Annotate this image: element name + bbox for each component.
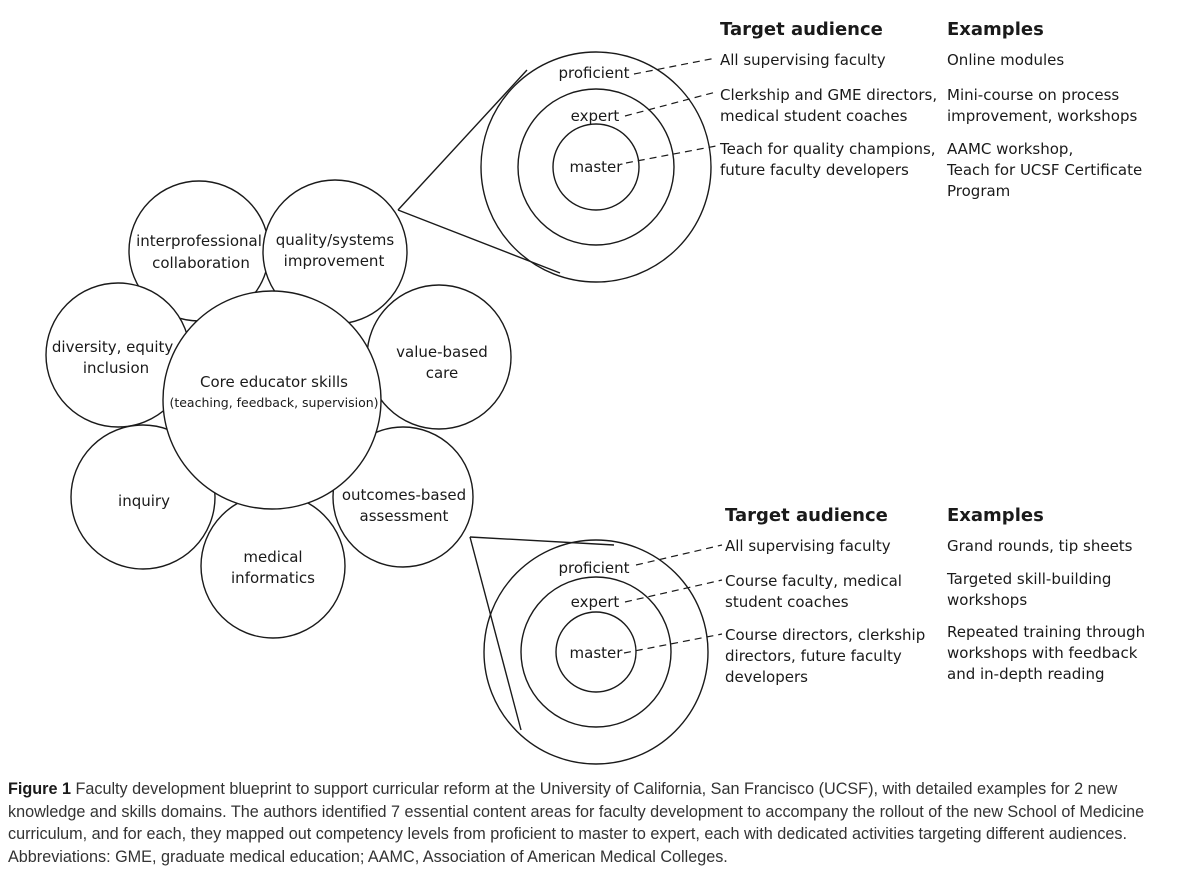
bottom-audience-2-line-2: student coaches	[725, 593, 849, 611]
top-example-3-line-3: Program	[947, 182, 1010, 200]
figure-caption: Figure 1 Faculty development blueprint t…	[8, 778, 1173, 868]
petal-interprofessional-line-1: interprofessional	[136, 232, 262, 250]
bottom-ring-master	[555, 611, 637, 693]
bottom-leader-expert	[624, 579, 723, 603]
petal-outcomes: outcomes-based assessment	[332, 426, 474, 568]
top-leader-expert	[624, 91, 717, 117]
bottom-header-examples: Examples	[947, 505, 1044, 526]
petal-quality: quality/systems improvement	[262, 179, 408, 325]
top-audience-3-line-1: Teach for quality champions,	[719, 140, 936, 158]
top-header-audience: Target audience	[720, 19, 883, 40]
top-audience-1: All supervising faculty	[720, 51, 886, 69]
top-ring-proficient	[480, 51, 712, 283]
bottom-header-audience: Target audience	[725, 505, 888, 526]
bottom-connector-upper	[469, 536, 615, 546]
bottom-audience-3-line-2: directors, future faculty	[725, 647, 902, 665]
top-level-master: master	[570, 158, 624, 176]
top-connector-upper	[397, 69, 528, 211]
bottom-example-3-line-1: Repeated training through	[947, 623, 1145, 641]
center-core-skills: Core educator skills (teaching, feedback…	[162, 290, 382, 510]
petal-informatics-line-1: medical	[243, 548, 302, 566]
top-connector-lower	[397, 209, 561, 274]
top-example-3-line-2: Teach for UCSF Certificate	[946, 161, 1142, 179]
petal-outcomes-line-1: outcomes-based	[342, 486, 466, 504]
top-example-2-line-1: Mini-course on process	[947, 86, 1119, 104]
petal-inquiry: inquiry	[70, 424, 216, 570]
bottom-level-expert: expert	[571, 593, 620, 611]
petal-informatics-line-2: informatics	[231, 569, 315, 587]
petal-diversity-line-1: diversity, equity,	[52, 338, 178, 356]
top-leader-proficient	[633, 57, 717, 75]
figure-caption-text: Faculty development blueprint to support…	[8, 780, 1145, 866]
top-audience-3-line-2: future faculty developers	[720, 161, 909, 179]
center-subtitle: (teaching, feedback, supervision)	[169, 395, 378, 410]
top-audience-2-line-1: Clerkship and GME directors,	[720, 86, 937, 104]
bottom-leader-master	[623, 633, 723, 654]
petal-interprofessional: interprofessional collaboration	[128, 180, 270, 322]
top-level-proficient: proficient	[558, 64, 629, 82]
top-example-3-line-1: AAMC workshop,	[947, 140, 1073, 158]
figure-caption-label: Figure 1	[8, 780, 71, 798]
petal-value-line-2: care	[426, 364, 459, 382]
top-leader-master	[625, 145, 717, 164]
bottom-panel: proficient expert master Target audience…	[469, 505, 1145, 765]
center-title: Core educator skills	[200, 373, 348, 391]
petal-value-line-1: value-based	[396, 343, 488, 361]
bottom-example-3-line-3: and in-depth reading	[947, 665, 1104, 683]
bottom-connector-lower	[469, 536, 522, 731]
bottom-audience-2-line-1: Course faculty, medical	[725, 572, 902, 590]
bottom-level-proficient: proficient	[558, 559, 629, 577]
bottom-leader-proficient	[635, 544, 723, 566]
top-ring-expert	[517, 88, 675, 246]
top-audience-2-line-2: medical student coaches	[720, 107, 908, 125]
petal-quality-line-2: improvement	[284, 252, 385, 270]
bottom-ring-expert	[520, 576, 672, 728]
petal-diversity: diversity, equity, inclusion	[45, 282, 191, 428]
top-example-1: Online modules	[947, 51, 1064, 69]
bottom-audience-3-line-1: Course directors, clerkship	[725, 626, 925, 644]
bottom-example-3-line-2: workshops with feedback	[947, 644, 1138, 662]
bottom-example-2-line-1: Targeted skill-building	[946, 570, 1111, 588]
top-ring-master	[552, 123, 640, 211]
bottom-audience-1: All supervising faculty	[725, 537, 891, 555]
petal-informatics: medical informatics	[200, 493, 346, 639]
petal-diversity-line-2: inclusion	[83, 359, 149, 377]
bottom-level-master: master	[570, 644, 624, 662]
blueprint-diagram: interprofessional collaboration diversit…	[45, 19, 1145, 765]
bottom-example-1: Grand rounds, tip sheets	[947, 537, 1133, 555]
petal-value: value-based care	[366, 284, 512, 430]
top-example-2-line-2: improvement, workshops	[947, 107, 1138, 125]
top-header-examples: Examples	[947, 19, 1044, 40]
petal-interprofessional-line-2: collaboration	[152, 254, 250, 272]
petal-outcomes-line-2: assessment	[360, 507, 449, 525]
petal-inquiry-line-1: inquiry	[118, 492, 170, 510]
bottom-audience-3-line-3: developers	[725, 668, 808, 686]
bottom-ring-proficient	[483, 539, 709, 765]
top-level-expert: expert	[571, 107, 620, 125]
bottom-example-2-line-2: workshops	[947, 591, 1027, 609]
petal-quality-line-1: quality/systems	[276, 231, 395, 249]
top-panel: proficient expert master Target audience…	[397, 19, 1142, 283]
